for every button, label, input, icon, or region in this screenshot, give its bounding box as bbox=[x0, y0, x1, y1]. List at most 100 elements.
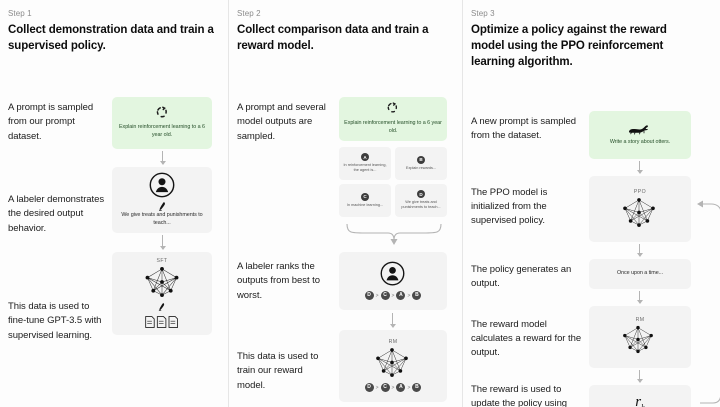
step2-output-d-text: We give treats and punishments to teach.… bbox=[401, 200, 441, 210]
step3-reward-model-box[interactable]: RM bbox=[589, 305, 691, 368]
rank-2-badge: C bbox=[380, 383, 390, 393]
step2-output-b-text: Explain rewards... bbox=[405, 165, 437, 170]
step-1-column: Step 1 Collect demonstration data and tr… bbox=[0, 0, 228, 407]
step3-output-text: Once upon a time... bbox=[616, 269, 664, 276]
step-3-column: Step 3 Optimize a policy against the rew… bbox=[462, 0, 720, 407]
step1-sft-caption: SFT bbox=[156, 257, 168, 264]
rank-gt-icon: > bbox=[407, 384, 411, 391]
documents-icon bbox=[144, 315, 180, 329]
otter-icon bbox=[627, 122, 653, 135]
rank-gt-icon: > bbox=[391, 292, 395, 299]
step3-ppo-caption: PPO bbox=[633, 188, 647, 195]
output-c-badge: C bbox=[361, 192, 369, 201]
step-3-captions: A new prompt is sampled from the dataset… bbox=[471, 85, 587, 407]
step-1-caption-2: A labeler demonstrates the desired outpu… bbox=[8, 193, 105, 234]
step-3-caption-1: A new prompt is sampled from the dataset… bbox=[471, 115, 576, 142]
rank-4-badge: B bbox=[412, 291, 422, 301]
step-3-flow: Write a story about otters. PPO bbox=[587, 85, 720, 407]
reward-symbol-subscript: k bbox=[641, 403, 645, 407]
step1-labeler-box[interactable]: We give treats and punishments to teach.… bbox=[112, 166, 212, 233]
step-1-title: Collect demonstration data and train a s… bbox=[8, 24, 214, 52]
step2-labeler-ranking-box[interactable]: D > C > A > B bbox=[339, 251, 447, 310]
step-3-body: A new prompt is sampled from the dataset… bbox=[471, 85, 720, 407]
step-3-caption-3: The policy generates an output. bbox=[471, 263, 572, 290]
reward-symbol: rk bbox=[635, 394, 644, 407]
arrow-ranking-to-rm bbox=[389, 312, 396, 328]
arrow-prompt-to-ppo bbox=[636, 160, 643, 174]
output-d-badge: D bbox=[417, 190, 425, 199]
step-1-caption-1: A prompt is sampled from our prompt data… bbox=[8, 101, 94, 142]
step-2-label: Step 2 bbox=[237, 9, 261, 18]
step2-output-b-box[interactable]: B Explain rewards... bbox=[395, 146, 447, 180]
step-3-label: Step 3 bbox=[471, 9, 495, 18]
rank-3-badge: A bbox=[396, 291, 406, 301]
step-2-caption-2: A labeler ranks the outputs from best to… bbox=[237, 260, 320, 301]
step1-prompt-text: Explain reinforcement learning to a 6 ye… bbox=[119, 124, 205, 139]
step2-rm-caption: RM bbox=[388, 339, 398, 346]
rank-gt-icon: > bbox=[375, 292, 379, 299]
neural-network-icon bbox=[618, 325, 662, 357]
merge-brace-icon bbox=[345, 222, 443, 253]
step1-labeler-text: We give treats and punishments to teach.… bbox=[121, 211, 203, 226]
step2-output-a-box[interactable]: A In reinforcement learning, the agent i… bbox=[339, 146, 391, 180]
pencil-icon bbox=[157, 200, 167, 212]
step1-sft-model-box[interactable]: SFT bbox=[112, 251, 212, 335]
arrow-labeler-to-sft bbox=[159, 234, 166, 250]
step-1-flow: Explain reinforcement learning to a 6 ye… bbox=[108, 85, 216, 403]
step-3-title: Optimize a policy against the reward mod… bbox=[471, 24, 667, 68]
neural-network-icon bbox=[140, 266, 184, 298]
pencil-icon bbox=[157, 300, 167, 312]
rank-3-badge: A bbox=[396, 383, 406, 393]
step2-output-d-box[interactable]: D We give treats and punishments to teac… bbox=[395, 183, 447, 217]
step-3-caption-5: The reward is used to update the policy … bbox=[471, 383, 568, 407]
rank-gt-icon: > bbox=[391, 384, 395, 391]
step-2-caption-3: This data is used to train our reward mo… bbox=[237, 350, 319, 391]
step3-prompt-box[interactable]: Write a story about otters. bbox=[589, 110, 691, 159]
step2-output-a-text: In reinforcement learning, the agent is.… bbox=[343, 163, 387, 173]
neural-network-icon bbox=[618, 197, 662, 229]
rank-4-badge: B bbox=[412, 383, 422, 393]
step3-rm-caption: RM bbox=[635, 316, 645, 323]
step2-prompt-box[interactable]: Explain reinforcement learning to a 6 ye… bbox=[339, 96, 447, 141]
step3-output-box[interactable]: Once upon a time... bbox=[589, 258, 691, 289]
step-3-caption-4: The reward model calculates a reward for… bbox=[471, 318, 582, 359]
step2-model-outputs-grid: A In reinforcement learning, the agent i… bbox=[339, 146, 447, 217]
rank-1-badge: D bbox=[364, 383, 374, 393]
step2-output-c-box[interactable]: C In machine learning... bbox=[339, 183, 391, 217]
output-a-badge: A bbox=[361, 153, 369, 162]
step-1-body: A prompt is sampled from our prompt data… bbox=[8, 85, 216, 403]
step3-ppo-model-box[interactable]: PPO bbox=[589, 175, 691, 242]
arrow-prompt-to-labeler bbox=[159, 150, 166, 165]
step3-prompt-text: Write a story about otters. bbox=[609, 139, 671, 146]
neural-network-icon bbox=[371, 347, 415, 379]
step-1-captions: A prompt is sampled from our prompt data… bbox=[8, 85, 108, 403]
step-1-label: Step 1 bbox=[8, 9, 32, 18]
rank-gt-icon: > bbox=[375, 384, 379, 391]
step-3-caption-2: The PPO model is initialized from the su… bbox=[471, 186, 548, 227]
ppo-update-feedback-arrow bbox=[691, 185, 720, 407]
step-2-body: A prompt and several model outputs are s… bbox=[237, 85, 450, 403]
step1-prompt-box[interactable]: Explain reinforcement learning to a 6 ye… bbox=[112, 96, 212, 149]
refresh-icon bbox=[155, 105, 169, 119]
step2-ranking-row: D > C > A > B bbox=[364, 291, 422, 301]
step-1-caption-3: This data is used to fine-tune GPT-3.5 w… bbox=[8, 300, 102, 341]
rank-1-badge: D bbox=[364, 291, 374, 301]
rank-2-badge: C bbox=[380, 291, 390, 301]
person-icon bbox=[149, 172, 175, 198]
arrow-rm-to-reward bbox=[636, 369, 643, 383]
step-2-captions: A prompt and several model outputs are s… bbox=[237, 85, 337, 403]
step-2-caption-1: A prompt and several model outputs are s… bbox=[237, 101, 326, 142]
step-2-column: Step 2 Collect comparison data and train… bbox=[228, 0, 462, 407]
arrow-ppo-to-output bbox=[636, 243, 643, 257]
step2-output-c-text: In machine learning... bbox=[346, 202, 384, 207]
person-icon bbox=[380, 261, 406, 287]
reward-symbol-letter: r bbox=[635, 393, 642, 407]
step2-reward-model-box[interactable]: RM bbox=[339, 329, 447, 402]
arrow-output-to-rm bbox=[636, 290, 643, 304]
rank-gt-icon: > bbox=[407, 292, 411, 299]
step3-reward-value-box[interactable]: rk bbox=[589, 384, 691, 407]
output-b-badge: B bbox=[417, 155, 425, 164]
step-2-flow: Explain reinforcement learning to a 6 ye… bbox=[337, 85, 450, 403]
refresh-icon bbox=[386, 101, 400, 115]
